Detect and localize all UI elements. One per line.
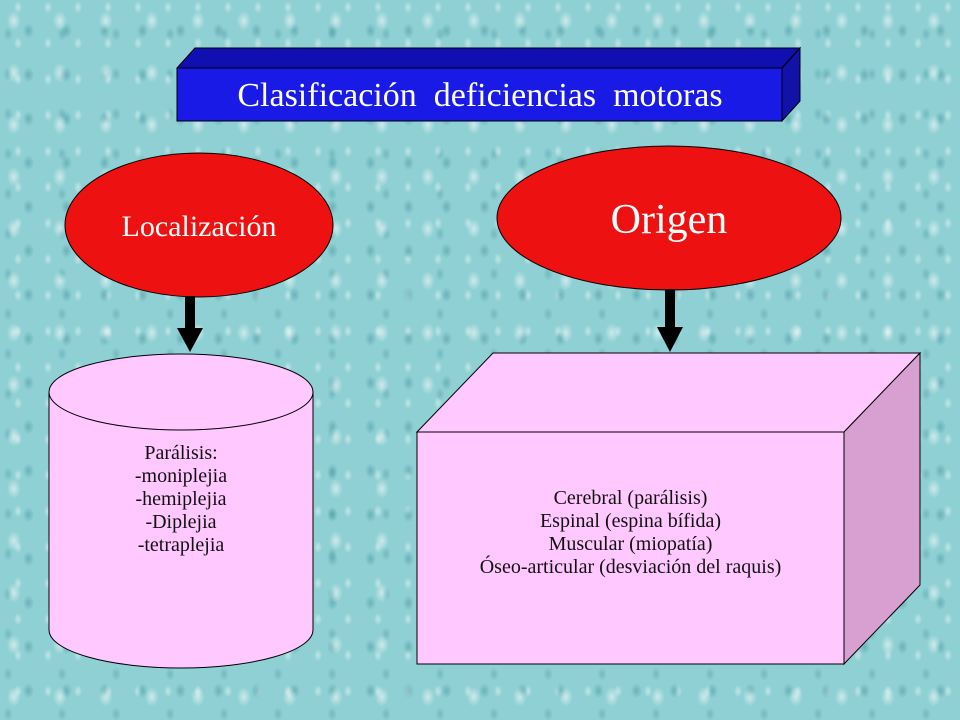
origen-line: Espinal (espina bífida): [539, 510, 722, 532]
node-localizacion: Localización: [64, 152, 334, 298]
localizacion-line: -tetraplejia: [137, 534, 225, 556]
arrow-localizacion-head: [177, 328, 203, 352]
arrow-localizacion: [177, 296, 203, 352]
localizacion-line: -hemiplejia: [135, 488, 227, 510]
cylinder-body: [48, 392, 314, 669]
origen-line: Muscular (miopatía): [548, 533, 713, 555]
arrow-localizacion-shaft: [185, 296, 195, 330]
localizacion-text: Parálisis: -moniplejia -hemiplejia -Dipl…: [49, 442, 313, 557]
localizacion-cylinder: [48, 353, 314, 669]
origen-box-top: [415, 352, 922, 433]
origen-line: Óseo-articular (desviación del raquis): [479, 556, 782, 578]
arrow-origen-shaft: [665, 289, 675, 329]
origen-text: Cerebral (parálisis) Espinal (espina bíf…: [417, 487, 844, 579]
origen-box: [415, 351, 922, 666]
localizacion-label: Localización: [122, 210, 277, 243]
origen-label: Origen: [611, 197, 728, 243]
cylinder-top: [48, 353, 314, 431]
localizacion-ellipse: [64, 152, 334, 298]
diagram-title: Clasificación deficiencias motoras: [237, 77, 722, 114]
localizacion-line: -moniplejia: [134, 465, 228, 487]
node-origen: Origen: [496, 145, 842, 291]
localizacion-line: Parálisis:: [144, 442, 218, 464]
arrow-origen-head: [657, 327, 683, 352]
title-block-front: [176, 67, 783, 122]
title-block: Clasificación deficiencias motoras: [175, 46, 802, 123]
title-block-top: [175, 47, 802, 69]
origen-line: Cerebral (parálisis): [553, 487, 708, 509]
origen-box-front: [416, 431, 845, 665]
arrow-origen: [657, 289, 683, 352]
localizacion-line: -Diplejia: [145, 511, 217, 533]
